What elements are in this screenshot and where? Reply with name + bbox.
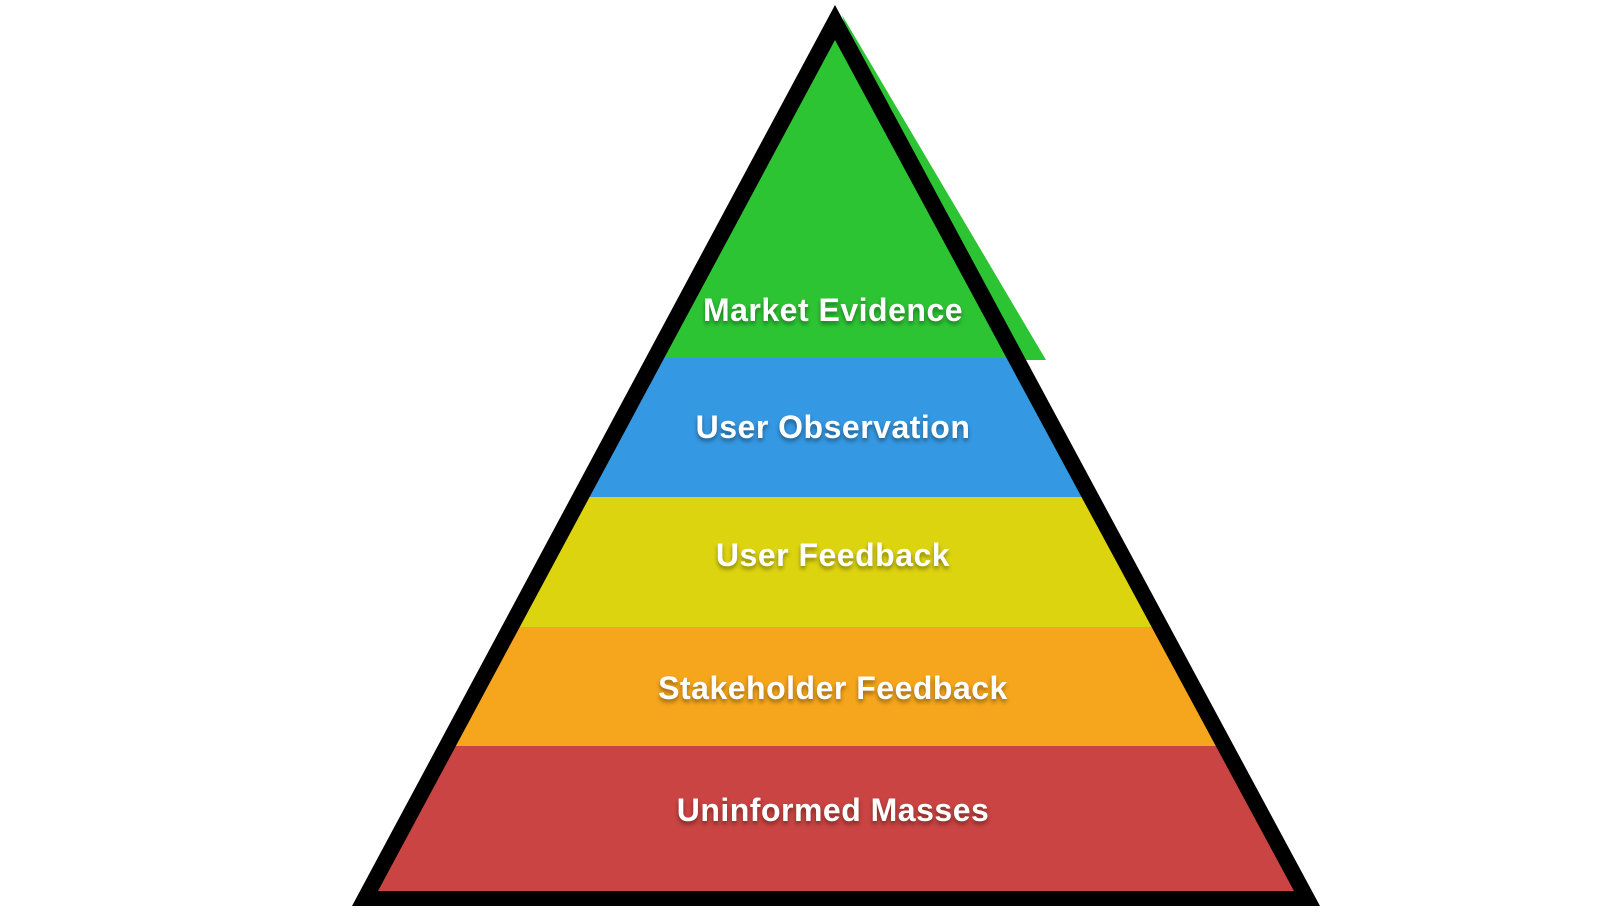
pyramid-levels [378,40,1294,891]
level-band-user-observation [378,358,1294,497]
green-offset-edge-artifact [842,15,1046,360]
level-band-user-feedback [378,497,1294,627]
level-band-stakeholder-feedback [378,627,1294,746]
level-band-uninformed-masses [378,746,1294,891]
level-band-market-evidence [378,40,1294,358]
